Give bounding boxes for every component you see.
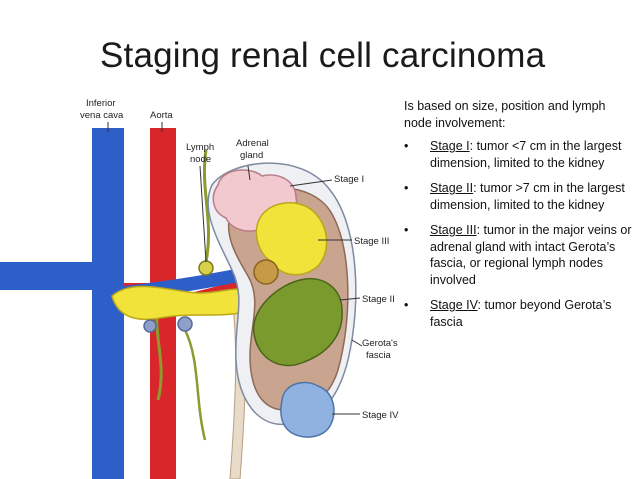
lymphatic-strand-3 (183, 329, 207, 441)
stage-description: : tumor in the major veins or adrenal gl… (430, 223, 632, 287)
bullet: • (404, 139, 409, 153)
label-stage4: Stage IV (362, 410, 399, 421)
label-aorta: Aorta (150, 110, 173, 121)
stage-name: Stage IV (430, 298, 478, 312)
label-stage3: Stage III (354, 236, 389, 247)
stage-description: : tumor beyond Gerota’s fascia (430, 298, 612, 329)
label-ivc-line1: Inferior (86, 98, 116, 109)
stage-iv-tumor (280, 381, 335, 438)
small-tumor-nodule (253, 259, 279, 285)
stage-iii-tumor (255, 202, 328, 276)
tumor-thrombus (111, 285, 247, 321)
label-stage2: Stage II (362, 294, 395, 305)
stage-list: • Stage I: tumor <7 cm in the largest di… (404, 138, 632, 339)
stage-ii-tumor (252, 277, 343, 367)
stage-item-3: • Stage III: tumor in the major veins or… (404, 222, 632, 288)
leader-adrenal (247, 165, 251, 181)
label-ivc-line2: vena cava (80, 110, 124, 121)
leader-gerota (351, 339, 363, 347)
intro-text: Is based on size, position and lymph nod… (404, 99, 606, 130)
lymph-node-upper (198, 260, 214, 276)
stage-name: Stage II (430, 181, 474, 195)
label-lymph-line1: Lymph (186, 142, 214, 153)
bullet: • (404, 298, 409, 312)
bullet: • (404, 181, 409, 195)
leader-stage2 (339, 297, 361, 301)
stage-name: Stage III (430, 223, 477, 237)
leader-stage1 (289, 179, 333, 187)
stage-item-2: • Stage II: tumor >7 cm in the largest d… (404, 180, 632, 213)
lymph-node-lower-2 (177, 316, 193, 332)
label-lymph-line2: node (190, 154, 211, 165)
label-gerota-line2: fascia (366, 350, 392, 361)
label-stage1: Stage I (334, 174, 364, 185)
leader-lymph (199, 165, 207, 263)
label-gerota-line1: Gerota's (362, 338, 398, 349)
label-adrenal-line2: gland (240, 150, 263, 161)
label-adrenal-line1: Adrenal (236, 138, 269, 149)
stage-item-4: • Stage IV: tumor beyond Gerota’s fascia (404, 297, 632, 330)
lymph-node-lower-1 (143, 319, 157, 333)
lymphatic-strand-1 (202, 149, 210, 263)
stage-description: : tumor <7 cm in the largest dimension, … (430, 139, 622, 170)
stage-name: Stage I (430, 139, 470, 153)
stage-description: : tumor >7 cm in the largest dimension, … (430, 181, 625, 212)
slide-title: Staging renal cell carcinoma (100, 36, 546, 75)
renal-vein-left (0, 262, 96, 290)
kidney-staging-diagram: Inferior vena cava Aorta Lymph node Adre… (0, 98, 399, 479)
stage-item-1: • Stage I: tumor <7 cm in the largest di… (404, 138, 632, 171)
bullet: • (404, 223, 409, 237)
